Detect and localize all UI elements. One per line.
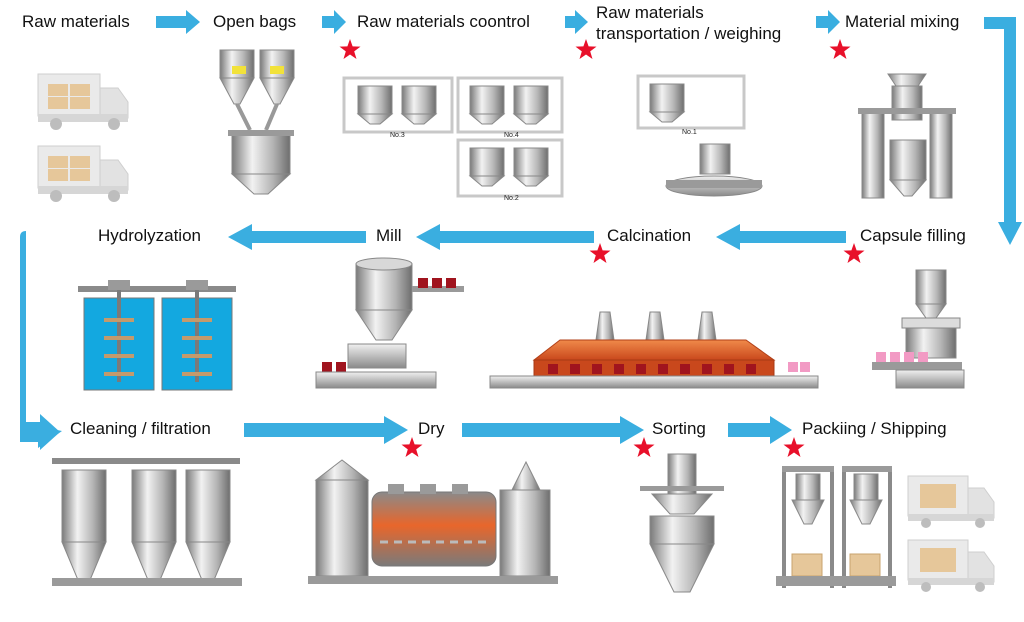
calcination-kiln — [489, 311, 819, 389]
truck-icon — [37, 145, 129, 202]
bag-opening-hoppers — [219, 49, 295, 195]
capsule-filling-machine — [872, 269, 965, 389]
arrow-left-icon — [416, 224, 594, 250]
mixer — [858, 73, 956, 199]
tag-no1: No.1 — [682, 129, 697, 136]
tag-no3: No.3 — [390, 132, 405, 139]
mill-machine — [315, 257, 464, 389]
arrow-right-icon — [20, 414, 60, 450]
arrow-right-icon — [728, 416, 792, 444]
red-star-icon — [843, 243, 865, 263]
arrow-right-icon — [816, 10, 840, 34]
red-star-icon — [401, 437, 423, 457]
tag-no2: No.2 — [504, 195, 519, 202]
arrow-left-icon — [716, 224, 846, 250]
arrow-right-icon — [156, 10, 200, 34]
tag-no4: No.4 — [504, 132, 519, 139]
step-transport-line2: transportation / weighing — [596, 24, 782, 43]
red-star-icon — [829, 39, 851, 59]
step-material-mixing: Material mixing — [845, 12, 960, 31]
silo-frames: No.3 No.4 No.2 — [342, 76, 564, 202]
dryer — [308, 459, 558, 584]
sorting-machine — [640, 453, 724, 593]
step-transport-line1: Raw materials — [596, 3, 704, 22]
step-packing-shipping: Packiing / Shipping — [802, 419, 947, 438]
arrow-right-icon — [322, 10, 346, 34]
hydrolyzation-tanks — [78, 280, 236, 391]
step-sorting: Sorting — [652, 419, 706, 438]
arrow-right-icon — [244, 416, 408, 444]
step-cleaning-filtration: Cleaning / filtration — [70, 419, 211, 438]
filtration-tanks — [52, 458, 242, 586]
flow-arrows — [20, 10, 1022, 450]
step-mill: Mill — [376, 226, 402, 245]
arrow-down-turn-icon — [984, 17, 1022, 245]
truck-icon — [907, 475, 995, 528]
step-raw-materials-control: Raw materials coontrol — [357, 12, 530, 31]
packing-station — [776, 466, 896, 588]
step-hydrolyzation: Hydrolyzation — [98, 226, 201, 245]
step-calcination: Calcination — [607, 226, 692, 245]
arrow-right-icon — [462, 416, 644, 444]
red-star-icon — [633, 437, 655, 457]
arrow-right-icon — [565, 10, 588, 34]
red-star-icon — [575, 39, 597, 59]
arrow-down-turn-icon — [20, 231, 88, 448]
step-raw-materials: Raw materials — [22, 12, 130, 31]
truck-icon — [907, 539, 995, 592]
step-dry: Dry — [418, 419, 445, 438]
truck-icon — [37, 73, 129, 130]
step-capsule-filling: Capsule filling — [860, 226, 966, 245]
red-star-icon — [783, 437, 805, 457]
red-star-icon — [589, 243, 611, 263]
arrow-left-icon — [228, 224, 366, 250]
weighing-station: No.1 — [636, 74, 763, 197]
step-open-bags: Open bags — [213, 12, 297, 31]
red-star-icon — [339, 39, 361, 59]
